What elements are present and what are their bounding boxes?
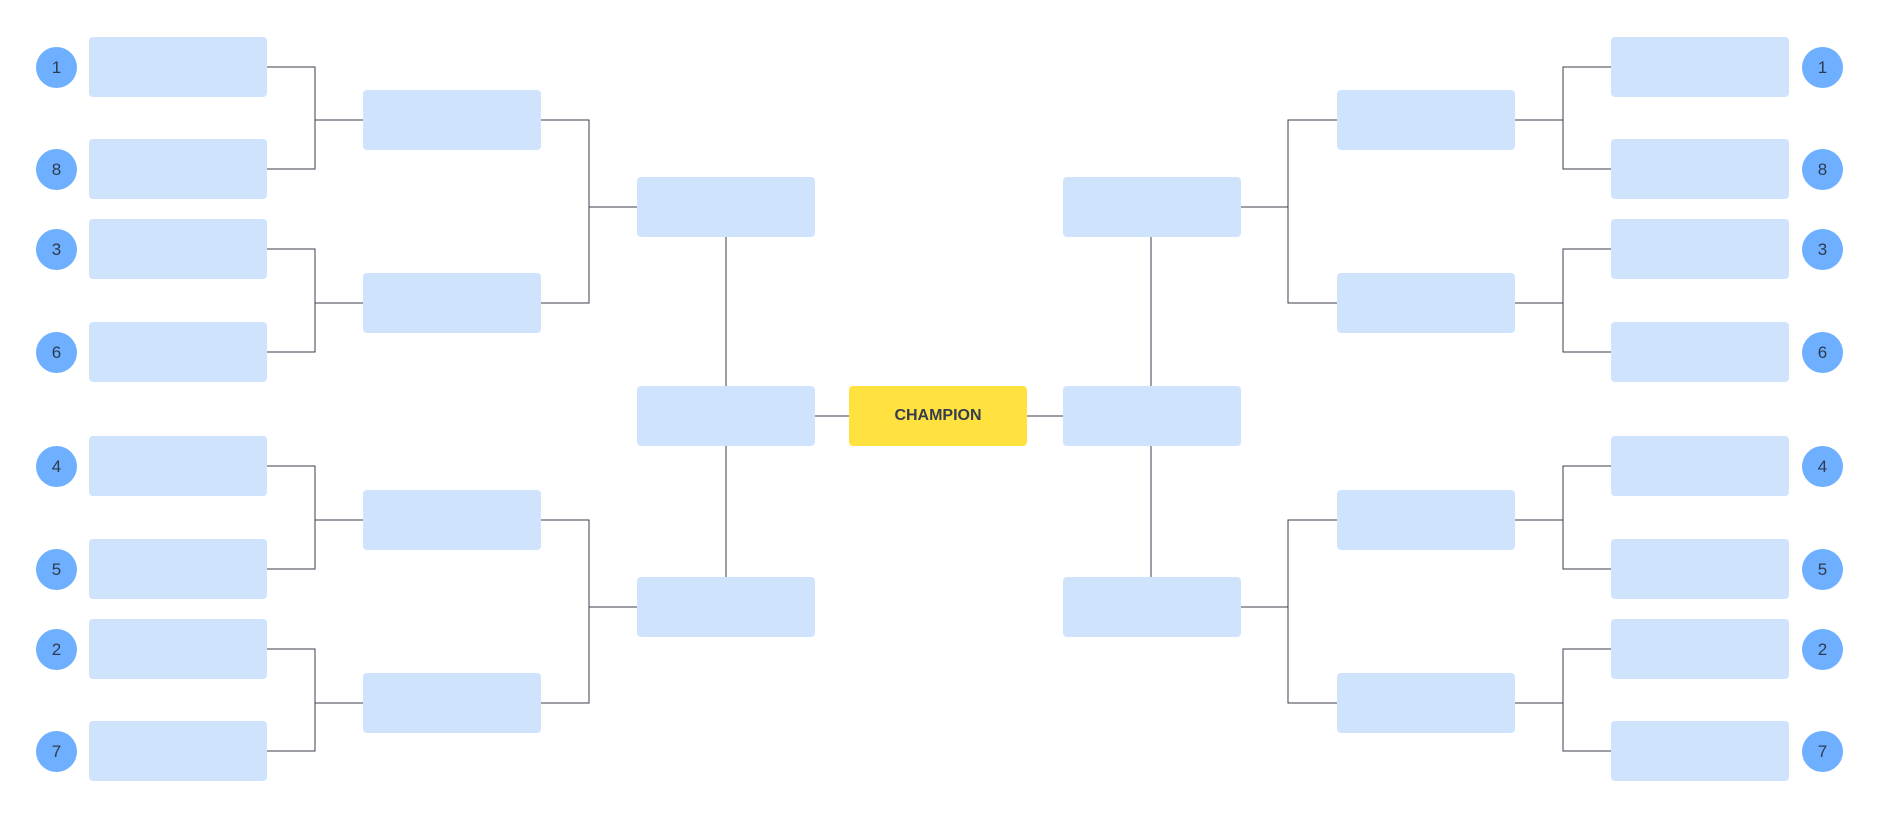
champion-label: CHAMPION: [894, 407, 982, 424]
round1-right-slot[interactable]: [1611, 436, 1789, 496]
round1-left-slot[interactable]: [89, 539, 267, 599]
connector-line: [1241, 519, 1337, 704]
round3-left-slot[interactable]: [637, 577, 815, 637]
round2-right-slot[interactable]: [1337, 673, 1515, 733]
round1-left-slot[interactable]: [89, 37, 267, 97]
round1-left-slot[interactable]: [89, 721, 267, 781]
connector-line: [1515, 66, 1611, 170]
seed-badge: 8: [1802, 149, 1843, 190]
round1-right-slot[interactable]: [1611, 619, 1789, 679]
seed-badge: 3: [1802, 229, 1843, 270]
round2-right-slot[interactable]: [1337, 90, 1515, 150]
round2-right-slot[interactable]: [1337, 273, 1515, 333]
seed-badge: 6: [1802, 332, 1843, 373]
connector-line: [1241, 119, 1337, 304]
seed-badge: 5: [1802, 549, 1843, 590]
connector-line: [1515, 648, 1611, 752]
connector-line: [266, 248, 363, 353]
round3-left-slot[interactable]: [637, 177, 815, 237]
seed-badge: 3: [36, 229, 77, 270]
connector-line: [725, 237, 849, 577]
connector-line: [266, 648, 363, 752]
round1-left-slot[interactable]: [89, 139, 267, 199]
connector-line: [1515, 465, 1611, 570]
round1-right-slot[interactable]: [1611, 139, 1789, 199]
round1-left-slot[interactable]: [89, 219, 267, 279]
connector-line: [541, 519, 637, 704]
seed-badge: 1: [36, 47, 77, 88]
round3-right-slot[interactable]: [1063, 577, 1241, 637]
seed-badge: 4: [1802, 446, 1843, 487]
round1-right-slot[interactable]: [1611, 219, 1789, 279]
champion-slot[interactable]: CHAMPION: [849, 386, 1027, 446]
connector-line: [266, 66, 363, 170]
round2-right-slot[interactable]: [1337, 490, 1515, 550]
seed-badge: 4: [36, 446, 77, 487]
semifinal-left-slot[interactable]: [637, 386, 815, 446]
seed-badge: 6: [36, 332, 77, 373]
seed-badge: 2: [36, 629, 77, 670]
connector-line: [541, 119, 637, 304]
seed-badge: 5: [36, 549, 77, 590]
round1-left-slot[interactable]: [89, 619, 267, 679]
seed-badge: 1: [1802, 47, 1843, 88]
round1-left-slot[interactable]: [89, 322, 267, 382]
round2-left-slot[interactable]: [363, 273, 541, 333]
connector-line: [1515, 248, 1611, 353]
seed-badge: 7: [1802, 731, 1843, 772]
round1-right-slot[interactable]: [1611, 322, 1789, 382]
connector-line: [266, 465, 363, 570]
round2-left-slot[interactable]: [363, 673, 541, 733]
seed-badge: 2: [1802, 629, 1843, 670]
seed-badge: 8: [36, 149, 77, 190]
semifinal-right-slot[interactable]: [1063, 386, 1241, 446]
connector-line: [1027, 237, 1152, 577]
round1-left-slot[interactable]: [89, 436, 267, 496]
seed-badge: 7: [36, 731, 77, 772]
round2-left-slot[interactable]: [363, 90, 541, 150]
round1-right-slot[interactable]: [1611, 37, 1789, 97]
round1-right-slot[interactable]: [1611, 721, 1789, 781]
round3-right-slot[interactable]: [1063, 177, 1241, 237]
round2-left-slot[interactable]: [363, 490, 541, 550]
round1-right-slot[interactable]: [1611, 539, 1789, 599]
